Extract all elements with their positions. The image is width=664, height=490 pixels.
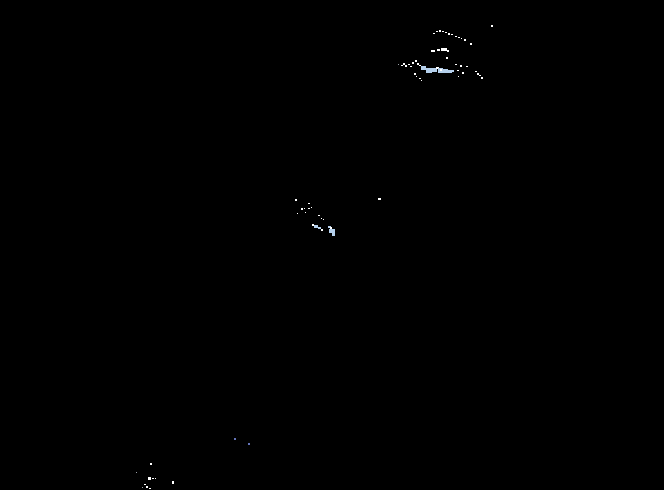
- center-dotted-trail-speck: [304, 208, 305, 209]
- top-right-debris-arc-speck: [440, 69, 442, 71]
- dim-blue-pair-speck: [234, 438, 236, 440]
- top-right-debris-arc-speck: [446, 57, 448, 59]
- top-right-debris-arc-speck: [421, 66, 426, 70]
- top-right-debris-arc-speck: [477, 73, 479, 75]
- top-right-debris-arc-speck: [419, 78, 421, 79]
- top-right-debris-arc-speck: [419, 65, 421, 66]
- top-right-debris-arc-speck: [479, 75, 481, 76]
- top-right-debris-arc-speck: [412, 62, 414, 64]
- bottom-left-specks-speck: [142, 487, 143, 488]
- top-right-debris-arc-speck: [462, 72, 464, 74]
- center-dotted-trail-speck: [312, 224, 314, 226]
- center-dotted-trail-speck: [328, 226, 331, 228]
- top-right-debris-arc-speck: [437, 49, 440, 51]
- center-dotted-trail-speck: [332, 233, 335, 236]
- center-dotted-trail-speck: [295, 199, 297, 201]
- bottom-left-specks-speck: [144, 484, 146, 485]
- top-right-debris-arc-speck: [460, 65, 462, 67]
- bottom-left-specks-speck: [152, 478, 154, 479]
- bottom-left-specks-speck: [146, 486, 148, 488]
- top-right-debris-arc-speck: [458, 37, 460, 38]
- center-dotted-trail-speck: [297, 213, 298, 214]
- top-right-debris-arc-speck: [408, 64, 410, 65]
- top-right-debris-arc-speck: [457, 70, 459, 71]
- top-right-debris-arc-speck: [441, 48, 447, 51]
- lone-speck-speck: [378, 198, 381, 200]
- top-right-debris-arc-speck: [436, 67, 439, 69]
- top-right-debris-arc-speck: [451, 34, 453, 35]
- top-right-debris-arc-speck: [448, 33, 450, 35]
- top-right-debris-arc-speck: [436, 31, 438, 32]
- top-right-debris-arc-speck: [443, 69, 448, 73]
- top-right-debris-arc-speck: [432, 68, 437, 72]
- bottom-left-specks-speck: [148, 477, 151, 480]
- top-right-debris-arc-speck: [491, 25, 493, 27]
- top-right-debris-arc-speck: [470, 43, 472, 45]
- top-right-debris-arc-speck: [452, 70, 454, 72]
- center-dotted-trail-speck: [318, 215, 320, 216]
- top-right-debris-arc-speck: [414, 73, 416, 75]
- center-dotted-trail-speck: [329, 229, 335, 233]
- top-right-debris-arc-speck: [475, 71, 477, 72]
- center-dotted-trail-speck: [330, 227, 332, 229]
- dim-blue-pair-speck: [248, 443, 250, 445]
- top-right-debris-arc-speck: [455, 36, 457, 37]
- top-right-debris-arc-speck: [417, 63, 419, 65]
- bottom-left-specks-speck: [136, 472, 137, 473]
- top-right-debris-arc-speck: [410, 66, 412, 67]
- top-right-debris-arc-speck: [401, 65, 403, 66]
- center-dotted-trail-speck: [301, 208, 303, 210]
- center-dotted-trail-speck: [314, 225, 318, 228]
- top-right-debris-arc-speck: [466, 66, 468, 67]
- center-dotted-trail-speck: [321, 218, 322, 219]
- top-right-debris-arc-speck: [455, 64, 457, 65]
- top-right-debris-arc-speck: [445, 32, 447, 33]
- top-right-debris-arc-speck: [415, 60, 417, 62]
- top-right-debris-arc-speck: [431, 50, 435, 52]
- top-right-debris-arc-speck: [398, 64, 399, 65]
- top-right-debris-arc-speck: [461, 38, 462, 39]
- top-right-debris-arc-speck: [438, 68, 443, 73]
- top-right-debris-arc-speck: [448, 70, 452, 73]
- top-right-debris-arc-speck: [416, 76, 417, 77]
- center-dotted-trail-speck: [318, 227, 321, 229]
- bottom-left-specks-speck: [155, 478, 156, 479]
- center-dotted-trail-speck: [321, 229, 323, 231]
- top-right-debris-arc-speck: [405, 65, 407, 67]
- center-dotted-trail-speck: [308, 208, 310, 209]
- center-dotted-trail-speck: [305, 212, 306, 213]
- center-dotted-trail-speck: [323, 219, 324, 220]
- bottom-left-specks-speck: [172, 481, 174, 484]
- top-right-debris-arc-speck: [421, 80, 422, 81]
- top-right-debris-arc-speck: [426, 68, 432, 73]
- bottom-left-specks-speck: [149, 488, 151, 489]
- top-right-debris-arc-speck: [458, 76, 459, 77]
- top-right-debris-arc-speck: [442, 31, 444, 32]
- top-right-debris-arc-speck: [481, 77, 483, 79]
- top-right-debris-arc-speck: [439, 30, 441, 32]
- top-right-debris-arc-speck: [464, 39, 466, 41]
- top-right-debris-arc-speck: [447, 50, 449, 52]
- center-dotted-trail-speck: [308, 203, 310, 204]
- bottom-left-specks-speck: [150, 463, 152, 465]
- top-right-debris-arc-speck: [433, 33, 435, 34]
- center-dotted-trail-speck: [311, 207, 312, 208]
- top-right-debris-arc-speck: [403, 63, 405, 65]
